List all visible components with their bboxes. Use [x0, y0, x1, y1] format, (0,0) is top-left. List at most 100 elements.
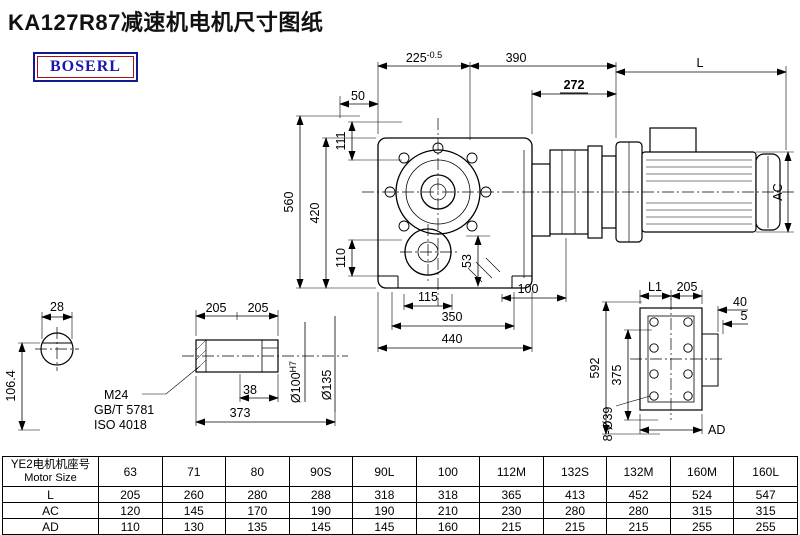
dim-AD-label: AD: [708, 423, 725, 437]
cell-AD-90S: 145: [288, 518, 354, 535]
thread-label: M24: [104, 388, 128, 402]
cell-AD-80: 135: [225, 518, 290, 535]
cell-AD-100: 160: [415, 518, 481, 535]
dim-205r-label: 205: [677, 280, 698, 294]
dim-205b-label: 205: [248, 301, 269, 315]
size-col-90S: 90S: [288, 456, 354, 487]
dim-110-label: 110: [334, 248, 348, 268]
cell-AD-132S: 215: [542, 518, 608, 535]
dim-5-label: 5: [741, 309, 748, 323]
brand-logo-text: BOSERL: [37, 56, 134, 78]
dim-272-label: 272: [564, 78, 585, 92]
cell-AD-71: 130: [161, 518, 227, 535]
dim-115-label: 115: [418, 290, 438, 304]
size-col-80: 80: [225, 456, 290, 487]
dim-205a-label: 205: [206, 301, 227, 315]
dim-53-label: 53: [460, 254, 474, 268]
cell-L-112M: 365: [479, 486, 544, 503]
dim-106-label: 106.4: [4, 370, 18, 401]
size-col-71: 71: [161, 456, 227, 487]
dim-592-label: 592: [588, 358, 602, 379]
size-col-160L: 160L: [733, 456, 798, 487]
size-col-90L: 90L: [352, 456, 417, 487]
cell-L-90L: 318: [352, 486, 417, 503]
cell-L-132S: 413: [542, 486, 608, 503]
front-view: [377, 137, 533, 289]
dim-L1-label: L1: [648, 280, 662, 294]
cell-L-71: 260: [161, 486, 227, 503]
cell-AD-132M: 215: [606, 518, 671, 535]
dim-40-label: 40: [733, 295, 747, 309]
size-col-132S: 132S: [542, 456, 608, 487]
cell-L-90S: 288: [288, 486, 354, 503]
dim-AC-label: AC: [771, 183, 785, 200]
cell-AD-160L: 255: [733, 518, 798, 535]
size-col-100: 100: [415, 456, 481, 487]
cell-L-100: 318: [415, 486, 481, 503]
motor-size-header-cn: YE2电机机座号: [10, 459, 91, 471]
cell-L-160M: 524: [669, 486, 735, 503]
flange-bolt-holes: [649, 317, 693, 401]
cell-AC-160L: 315: [733, 502, 798, 519]
bolt-holes: [384, 142, 492, 232]
dim-L-label: L: [697, 56, 704, 70]
cell-AD-112M: 215: [479, 518, 544, 535]
dim-440-label: 440: [442, 332, 463, 346]
cell-L-160L: 547: [733, 486, 798, 503]
dim-bore-label: Ø100H7: [288, 361, 303, 403]
row-label-AC: AC: [2, 502, 99, 519]
dimension-lines: [18, 62, 794, 435]
cell-AC-90S: 190: [288, 502, 354, 519]
holes-label: 8-Ø39: [601, 407, 615, 442]
dim-111-label: 111: [334, 131, 348, 150]
cell-AC-132S: 280: [542, 502, 608, 519]
motor-side-view: [531, 127, 781, 243]
size-col-112M: 112M: [479, 456, 544, 487]
dim-100-label: 100: [518, 282, 539, 296]
cell-AC-90L: 190: [352, 502, 417, 519]
dim-560-label: 560: [282, 192, 296, 213]
dimension-drawing: 225-0.5 390 272 L 50 560 420 111 110 53 …: [4, 50, 796, 441]
dim-373-label: 373: [230, 406, 251, 420]
dim-50-label: 50: [351, 89, 365, 103]
cell-AD-90L: 145: [352, 518, 417, 535]
row-label-AD: AD: [2, 518, 99, 535]
dimension-labels: 225-0.5 390 272 L 50 560 420 111 110 53 …: [4, 50, 785, 441]
dim-28-label: 28: [50, 300, 64, 314]
dim-420-label: 420: [308, 203, 322, 224]
cell-AC-100: 210: [415, 502, 481, 519]
cell-AC-132M: 280: [606, 502, 671, 519]
cell-AD-160M: 255: [669, 518, 735, 535]
dim-390-label: 390: [506, 51, 527, 65]
cell-AC-112M: 230: [479, 502, 544, 519]
size-col-63: 63: [98, 456, 163, 487]
cell-L-80: 280: [225, 486, 290, 503]
size-col-132M: 132M: [606, 456, 671, 487]
cell-AC-80: 170: [225, 502, 290, 519]
std-iso-label: ISO 4018: [94, 418, 147, 432]
motor-fins: [646, 159, 752, 225]
dim-350-label: 350: [442, 310, 463, 324]
cell-AC-63: 120: [98, 502, 163, 519]
dim-375-label: 375: [610, 365, 624, 386]
cell-L-132M: 452: [606, 486, 671, 503]
cell-AC-71: 145: [161, 502, 227, 519]
cell-L-63: 205: [98, 486, 163, 503]
cell-AC-160M: 315: [669, 502, 735, 519]
page-title: KA127R87减速机电机尺寸图纸: [8, 10, 324, 35]
dim-38-label: 38: [243, 383, 257, 397]
motor-size-header-en: Motor Size: [24, 472, 77, 484]
std-gb-label: GB/T 5781: [94, 403, 154, 417]
row-label-L: L: [2, 486, 99, 503]
size-col-160M: 160M: [669, 456, 735, 487]
dim-225-label: 225-0.5: [406, 50, 442, 65]
cell-AD-63: 110: [98, 518, 163, 535]
dim-flange-label: Ø135: [320, 370, 334, 401]
